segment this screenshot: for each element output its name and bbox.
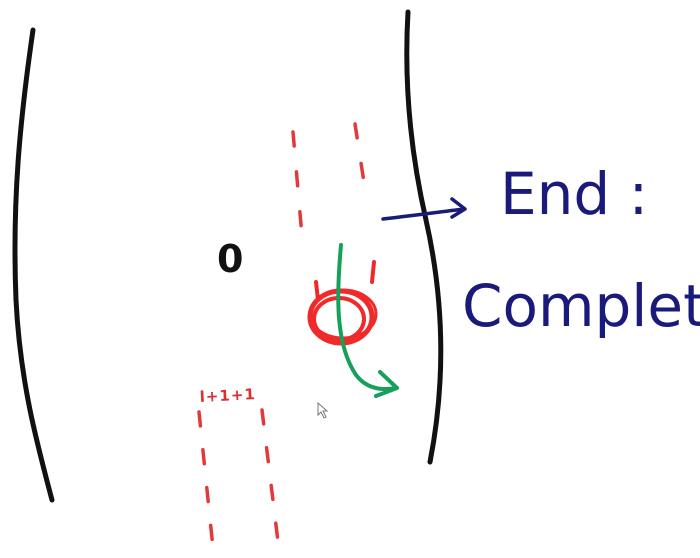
center-marker-label: 0 xyxy=(217,237,243,281)
note-title: End : xyxy=(500,160,648,228)
right-boundary-curve xyxy=(404,9,444,465)
lower-dashed-path xyxy=(197,408,281,552)
pointer-arrow xyxy=(381,197,467,221)
note-subtitle: Complete xyxy=(462,272,700,340)
turn-arrow xyxy=(336,243,399,398)
lower-marker-label: l+1+1 xyxy=(199,385,256,406)
mouse-cursor-icon xyxy=(317,401,329,419)
upper-dashed-path xyxy=(291,122,369,250)
current-node-marker xyxy=(307,260,378,346)
left-boundary-curve xyxy=(12,27,55,503)
